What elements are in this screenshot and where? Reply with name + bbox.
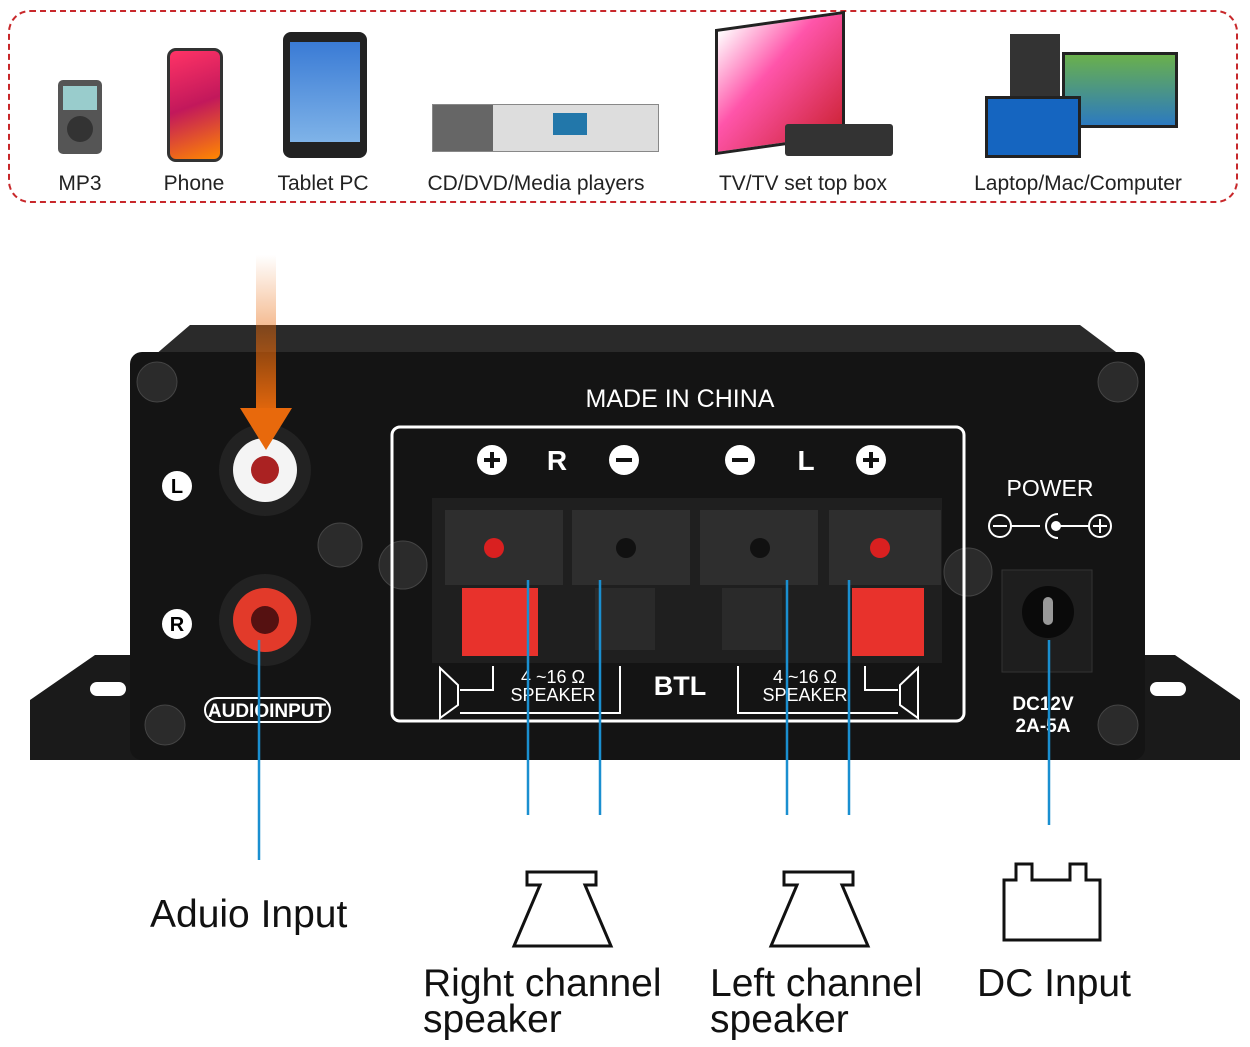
audio-input-label: AUDIOINPUT xyxy=(208,701,327,722)
dc-input-callout: DC Input xyxy=(977,962,1131,1005)
screw xyxy=(943,547,993,597)
monitor-icon xyxy=(1062,52,1178,128)
signal-arrow-shaft xyxy=(256,255,276,415)
left-channel-callout-line1: Left channel xyxy=(710,962,923,1005)
terminal-lever-l-minus xyxy=(722,588,782,650)
source-label-computer: Laptop/Mac/Computer xyxy=(974,172,1182,195)
callout-lines xyxy=(257,580,1051,860)
source-label-tv: TV/TV set top box xyxy=(718,172,888,195)
phone-icon xyxy=(167,48,223,162)
media-player-icon xyxy=(432,104,659,152)
right-channel-callout-line2: speaker xyxy=(423,998,562,1041)
heatsink xyxy=(155,325,1120,355)
channel-l-label: L xyxy=(797,445,814,476)
source-label-phone: Phone xyxy=(163,172,225,195)
source-label-media-player: CD/DVD/Media players xyxy=(427,172,645,195)
screw xyxy=(317,522,363,568)
mp3-player-icon xyxy=(58,80,102,154)
terminal-lever-r-plus xyxy=(462,588,538,656)
screw xyxy=(1097,361,1139,403)
source-devices-panel: MP3 Phone Tablet PC CD/DVD/Media players… xyxy=(8,10,1238,203)
dc-current-label: 2A-5A xyxy=(1016,716,1071,737)
set-top-box-icon xyxy=(785,124,893,156)
screw xyxy=(1097,704,1139,746)
speaker-terminals xyxy=(432,498,942,663)
made-in-china-label: MADE IN CHINA xyxy=(586,385,775,413)
left-channel-callout-line2: speaker xyxy=(710,998,849,1041)
channel-r-label: R xyxy=(547,445,567,476)
speaker-r-label: SPEAKER xyxy=(510,685,595,705)
btl-label: BTL xyxy=(654,671,706,701)
tablet-icon xyxy=(283,32,367,158)
screw xyxy=(144,704,186,746)
impedance-r-label: 4 ~16 Ω xyxy=(521,667,585,687)
input-left-label: L xyxy=(171,476,183,498)
audio-input-callout: Aduio Input xyxy=(150,893,348,936)
dc-voltage-label: DC12V xyxy=(1012,694,1074,715)
terminal-lever-r-minus xyxy=(595,588,655,650)
input-right-label: R xyxy=(170,614,185,636)
right-speaker-icon xyxy=(511,870,614,948)
right-channel-callout-line1: Right channel xyxy=(423,962,662,1005)
power-label: POWER xyxy=(1007,475,1094,501)
left-speaker-icon xyxy=(768,870,871,948)
screw xyxy=(136,361,178,403)
source-label-tablet: Tablet PC xyxy=(277,172,369,195)
signal-arrow-head xyxy=(240,408,292,450)
speaker-terminal-frame xyxy=(390,425,966,723)
screw xyxy=(378,540,428,590)
flange-slot xyxy=(90,682,126,696)
speaker-l-label: SPEAKER xyxy=(762,685,847,705)
laptop-icon xyxy=(985,96,1081,158)
source-label-mp3: MP3 xyxy=(58,172,102,195)
terminal-lever-l-plus xyxy=(852,588,924,656)
flange-slot xyxy=(1150,682,1186,696)
impedance-l-label: 4 ~16 Ω xyxy=(773,667,837,687)
polarity-symbol xyxy=(988,513,1112,539)
dc-battery-icon xyxy=(1002,862,1102,942)
